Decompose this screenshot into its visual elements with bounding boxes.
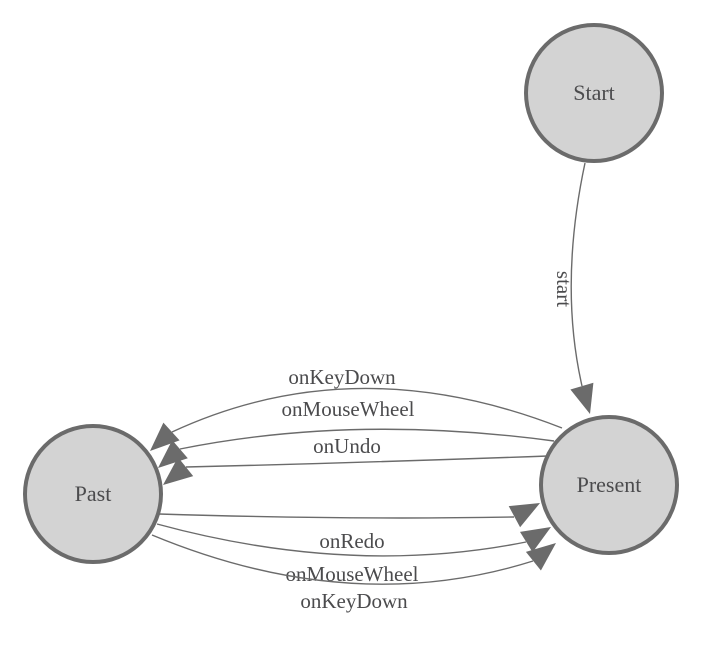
node-past-circle [23,424,163,564]
node-past-label: Past [75,481,112,506]
arrowhead-icon [508,503,540,528]
edge-onmousewheel-bottom-path [156,523,527,557]
arrowhead-icon [570,382,594,414]
edge-past-to-present-onredo: onRedo [158,503,540,553]
node-start-circle [524,23,664,163]
arrowhead-icon [150,422,180,451]
node-start-label: Start [573,80,615,105]
edge-onkeydown-top-path [171,387,563,433]
node-present-label: Present [577,472,642,497]
edge-label-onredo: onRedo [319,529,384,553]
edge-present-to-past-onkeydown: onKeyDown [150,365,563,451]
node-past: Past [23,424,163,564]
edge-label-onundo: onUndo [313,434,381,458]
edge-past-to-present-onkeydown: onKeyDown [151,534,556,613]
edge-label-onmousewheel-top: onMouseWheel [282,397,415,421]
edge-onundo-path [185,455,549,468]
edge-start-to-present: start [552,162,594,414]
edge-onredo-path [158,513,515,519]
node-present: Present [539,415,679,555]
edge-onmousewheel-top-path [179,428,555,450]
edge-label-start: start [552,271,576,307]
node-present-circle [539,415,679,555]
edge-onkeydown-bottom-path [151,534,534,585]
edge-label-onmousewheel-bottom: onMouseWheel [286,562,419,586]
node-start: Start [524,23,664,163]
arrowhead-icon [525,543,556,571]
arrowhead-icon [158,440,188,468]
edge-present-to-past-onundo: onUndo [163,434,549,485]
arrowhead-icon [163,457,194,485]
edge-label-onkeydown-bottom: onKeyDown [300,589,408,613]
edge-past-to-present-onmousewheel: onMouseWheel [156,523,551,586]
arrowhead-icon [520,527,551,553]
edge-label-onkeydown-top: onKeyDown [288,365,396,389]
edge-present-to-past-onmousewheel: onMouseWheel [158,397,555,468]
edge-start-path [570,162,586,387]
